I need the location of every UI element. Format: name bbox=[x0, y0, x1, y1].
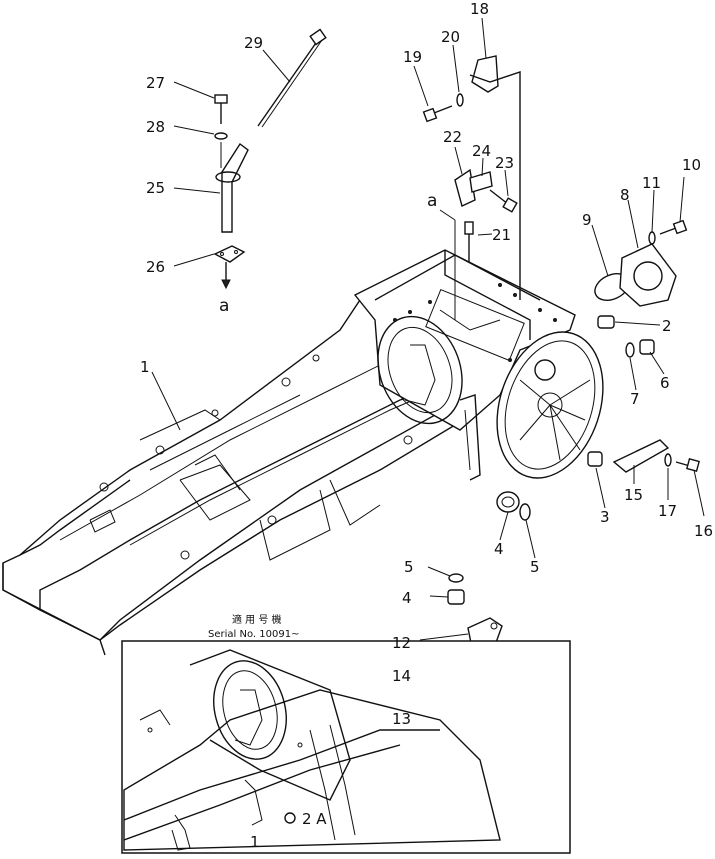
callout-1-inset: 1 bbox=[250, 833, 260, 851]
callout-4-lower: 4 bbox=[402, 589, 412, 607]
callout-6: 6 bbox=[660, 374, 670, 392]
callout-25: 25 bbox=[146, 179, 165, 197]
callout-2: 2 bbox=[662, 317, 672, 335]
callout-23: 23 bbox=[495, 154, 514, 172]
callout-3: 3 bbox=[600, 508, 610, 526]
callout-26: 26 bbox=[146, 258, 165, 276]
callout-13: 13 bbox=[392, 710, 411, 728]
inset-serial-jp: 適 用 号 機 bbox=[232, 613, 282, 626]
callout-22: 22 bbox=[443, 128, 462, 146]
callouts: 1 2 3 4 4 5 5 6 7 8 9 10 11 12 13 14 15 … bbox=[140, 0, 713, 851]
callout-11: 11 bbox=[642, 174, 661, 192]
callout-7: 7 bbox=[630, 390, 640, 408]
callout-29: 29 bbox=[244, 34, 263, 52]
callout-8: 8 bbox=[620, 186, 630, 204]
inset-serial-en: Serial No. 10091~ bbox=[208, 629, 299, 640]
callout-18: 18 bbox=[470, 0, 489, 18]
callout-21: 21 bbox=[492, 226, 511, 244]
callout-5-lower: 5 bbox=[404, 558, 414, 576]
callout-10: 10 bbox=[682, 156, 701, 174]
main-frame bbox=[2, 249, 604, 656]
reference-letter-top: a bbox=[427, 191, 437, 211]
callout-17: 17 bbox=[658, 502, 677, 520]
callout-24: 24 bbox=[472, 142, 491, 160]
reference-letter-bottom: a bbox=[219, 296, 229, 316]
callout-5-upper: 5 bbox=[530, 558, 540, 576]
callout-9: 9 bbox=[582, 211, 592, 229]
callout-20: 20 bbox=[441, 28, 460, 46]
callout-1: 1 bbox=[140, 358, 150, 376]
inset-detail: 適 用 号 機 Serial No. 10091~ bbox=[121, 613, 571, 854]
callout-15: 15 bbox=[624, 486, 643, 504]
callout-2a-inset: 2 A bbox=[302, 810, 327, 828]
callout-28: 28 bbox=[146, 118, 165, 136]
callout-4-upper: 4 bbox=[494, 540, 504, 558]
callout-19: 19 bbox=[403, 48, 422, 66]
callout-16: 16 bbox=[694, 522, 713, 540]
callout-27: 27 bbox=[146, 74, 165, 92]
callout-12: 12 bbox=[392, 634, 411, 652]
callout-14: 14 bbox=[392, 667, 411, 685]
small-parts bbox=[213, 28, 700, 708]
